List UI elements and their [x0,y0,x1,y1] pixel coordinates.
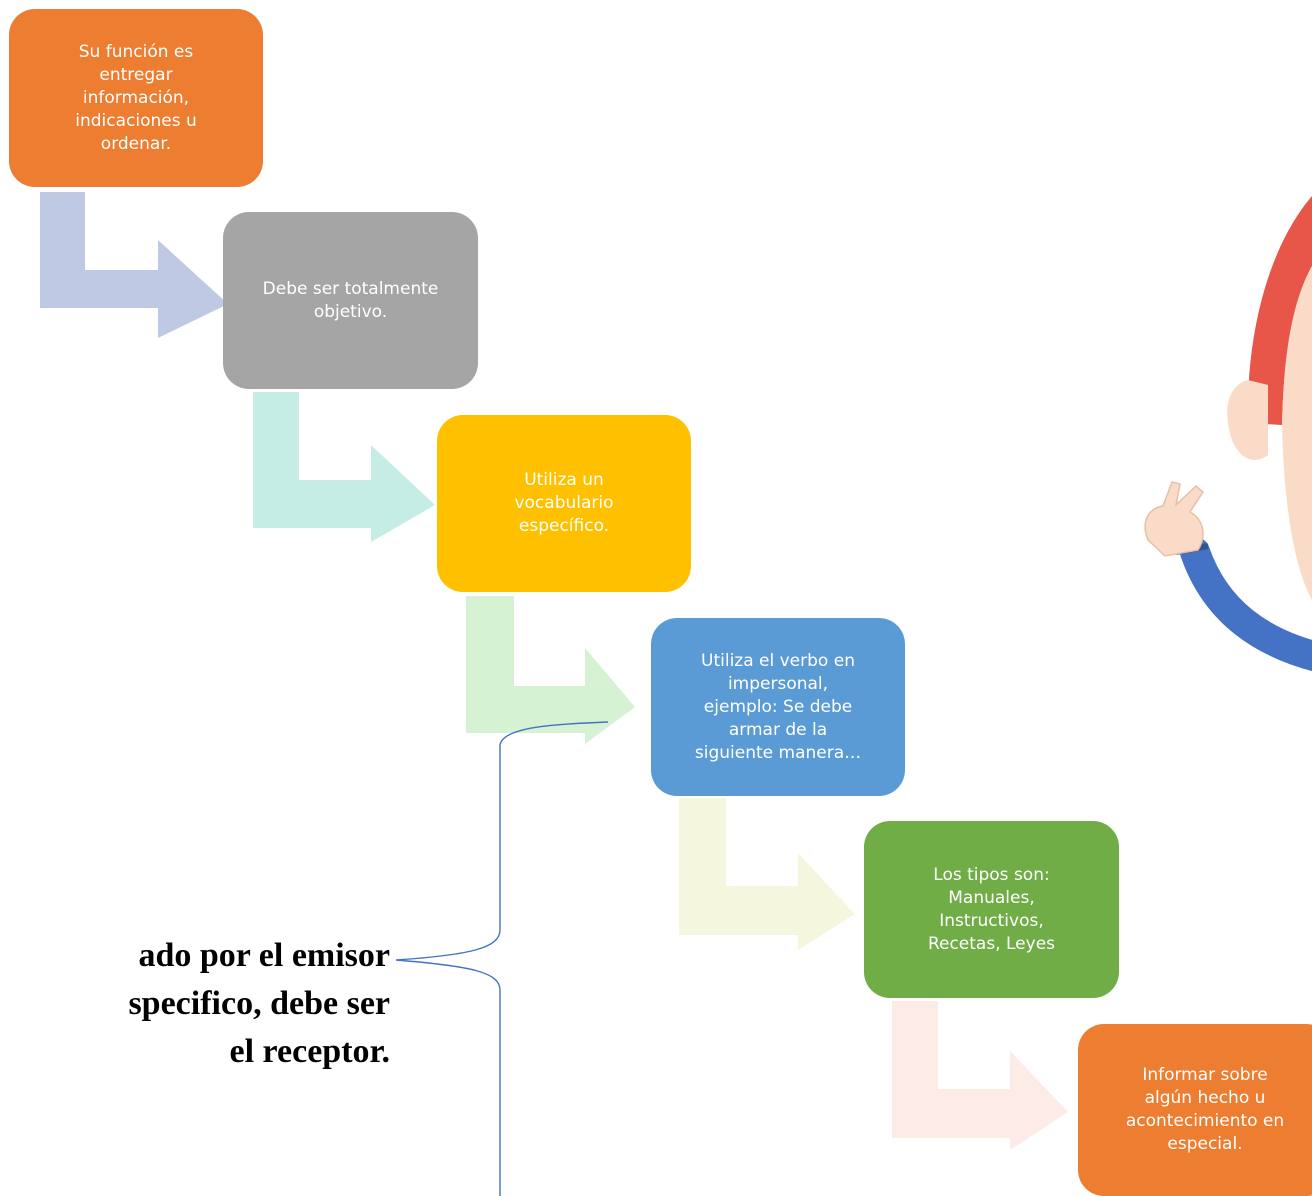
step-6-line: Informar sobre [1142,1065,1268,1085]
side-text-line: specifico, debe ser [128,985,390,1022]
step-2-text: Debe ser totalmente objetivo. [263,278,439,324]
step-2-box: Debe ser totalmente objetivo. [223,212,478,389]
step-3-line: específico. [518,516,610,536]
bent-arrow-3 [466,596,635,744]
step-4-box: Utiliza el verbo en impersonal, ejemplo:… [651,618,905,796]
step-6-text: Informar sobre algún hecho u acontecimie… [1126,1064,1284,1156]
step-5-line: Instructivos, [939,910,1044,931]
bent-arrow-4 [679,798,855,950]
side-definition-text: ado por el emisor specifico, debe ser el… [0,932,390,1076]
step-3-box: Utiliza un vocabulario específico. [437,415,691,592]
step-4-text: Utiliza el verbo en impersonal, ejemplo:… [695,650,861,765]
step-3-line: vocabulario [514,493,614,513]
curly-brace [395,721,609,1196]
step-2-line: Debe ser totalmente [262,278,439,299]
side-text-line: ado por el emisor [138,937,390,974]
pointing-character-illustration [1144,196,1312,672]
character-hair [1247,196,1312,425]
step-6-line: acontecimiento en [1125,1111,1285,1131]
step-4-line: Utiliza el verbo en [701,650,855,671]
step-4-line: ejemplo: Se debe [703,696,853,717]
step-6-line: especial. [1167,1134,1243,1154]
step-5-text: Los tipos son: Manuales, Instructivos, R… [928,864,1055,956]
step-1-line: indicaciones u [75,110,197,131]
step-4-line: impersonal, [727,673,829,694]
side-text-line: el receptor. [229,1033,391,1070]
step-5-line: Manuales, [948,887,1035,908]
step-4-line: siguiente manera… [694,742,862,763]
step-5-line: Recetas, Leyes [927,933,1056,954]
step-5-box: Los tipos son: Manuales, Instructivos, R… [864,821,1119,998]
character-arm [1180,537,1312,672]
character-face [1282,266,1312,600]
step-3-line: Utiliza un [524,470,604,490]
step-1-box: Su función es entregar información, indi… [9,9,263,187]
step-2-line: objetivo. [313,301,388,322]
step-1-text: Su función es entregar información, indi… [75,41,197,156]
step-1-line: entregar [99,64,173,85]
bent-arrow-1 [40,192,228,338]
step-1-line: Su función es [78,41,194,62]
character-hand [1144,481,1204,557]
step-4-line: armar de la [728,719,828,740]
step-6-line: algún hecho u [1144,1088,1266,1108]
bent-arrow-5 [892,1001,1068,1150]
step-3-text: Utiliza un vocabulario específico. [514,469,613,538]
step-1-line: información, [82,87,190,108]
step-6-box: Informar sobre algún hecho u acontecimie… [1078,1024,1312,1196]
step-1-line: ordenar. [100,133,172,154]
step-5-line: Los tipos son: [933,864,1050,885]
character-ear [1227,380,1268,460]
bent-arrow-2 [253,392,435,542]
